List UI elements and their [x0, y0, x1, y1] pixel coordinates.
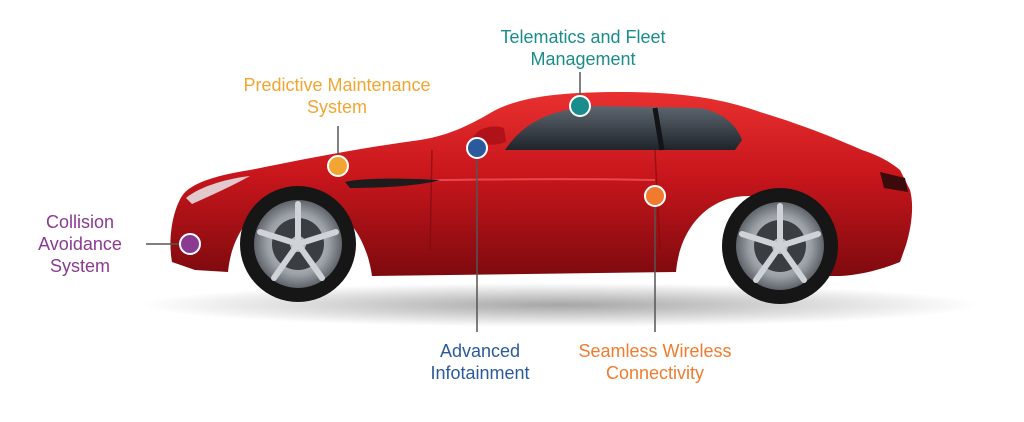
predictive-maintenance-label: Predictive Maintenance System	[212, 74, 462, 118]
side-window	[505, 106, 742, 150]
collision-avoidance-label: Collision Avoidance System	[20, 211, 140, 277]
wireless-label-line2: Connectivity	[605, 363, 705, 383]
wireless-connectivity-marker	[644, 185, 666, 207]
wireless-connectivity-label: Seamless Wireless Connectivity	[555, 340, 755, 384]
collision-avoidance-marker	[179, 233, 201, 255]
telematics-label-line1: Telematics and Fleet	[500, 27, 666, 47]
collision-label-line1: Collision	[45, 212, 115, 232]
predictive-label-line2: System	[306, 97, 367, 117]
telematics-label-line2: Management	[530, 49, 636, 69]
infotainment-label-line1: Advanced	[439, 341, 521, 361]
window-pillar	[652, 107, 665, 151]
telematics-marker	[569, 95, 591, 117]
collision-label-line3: System	[49, 256, 110, 276]
side-vent	[345, 178, 440, 188]
rear-wheel	[722, 188, 838, 304]
collision-label-line2: Avoidance	[38, 234, 122, 254]
taillight	[880, 172, 908, 192]
predictive-label-line1: Predictive Maintenance	[243, 75, 431, 95]
infotainment-label-line2: Infotainment	[430, 363, 530, 383]
front-wheel	[240, 186, 356, 302]
headlight	[186, 176, 250, 204]
infotainment-marker	[466, 137, 488, 159]
infotainment-label: Advanced Infotainment	[410, 340, 550, 384]
wireless-label-line1: Seamless Wireless	[578, 341, 732, 361]
telematics-label: Telematics and Fleet Management	[478, 26, 688, 70]
predictive-maintenance-marker	[327, 155, 349, 177]
